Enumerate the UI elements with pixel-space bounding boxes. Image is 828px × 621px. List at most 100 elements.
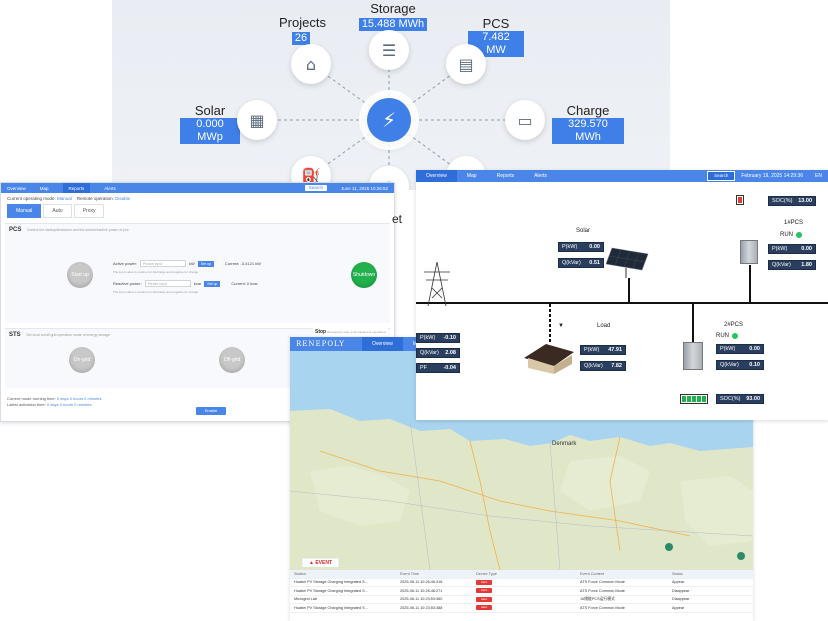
event-type: Alert	[476, 588, 580, 594]
topo-nav-map[interactable]: Map	[466, 173, 477, 179]
reactive-unit: kvar	[193, 281, 202, 286]
reactive-hint: The input value is positive for discharg…	[113, 290, 199, 294]
sts-title: STS Set local on/off-grid operation mode…	[5, 329, 390, 341]
offgrid-button[interactable]: Off-grid	[219, 347, 245, 373]
tab-manual[interactable]: Manual	[7, 204, 42, 218]
nav-overview[interactable]: Overview	[7, 185, 26, 191]
pcs1-run-label: RUN	[780, 232, 793, 238]
event-time: 2025-06-11 10:23:53:360	[400, 597, 443, 602]
search-button[interactable]: Search	[304, 185, 328, 191]
pcs2-cabinet-icon	[683, 342, 703, 370]
topo-search-button[interactable]: Search	[707, 171, 736, 181]
activation-label: Latest activation time:	[7, 402, 46, 407]
active-setup-button[interactable]: Set up	[197, 260, 214, 267]
solar-panel-icon	[606, 247, 649, 278]
alert-badge: Alert	[476, 588, 493, 594]
nav-alerts[interactable]: Alerts	[104, 185, 116, 191]
tab-auto[interactable]: Auto	[43, 204, 72, 218]
reactive-power-label: Reactive power:	[113, 281, 142, 286]
table-row[interactable]: Huabei PV Storage Charging Integrated S.…	[290, 579, 753, 587]
solar-p-val: 0.00	[589, 244, 600, 250]
map-nav-overview[interactable]: Overview	[362, 337, 403, 351]
storage-node[interactable]: ☰	[369, 30, 409, 70]
ongrid-button[interactable]: On-grid	[69, 347, 95, 373]
active-power-field: Active power: Please input kW Set up Cur…	[113, 260, 261, 267]
event-type: Alert	[476, 596, 580, 602]
pcs2-p-val: 0.00	[749, 346, 760, 352]
solar-label: Solar	[194, 103, 226, 118]
shutdown-button[interactable]: Shutdown	[351, 262, 377, 288]
pcs2-soc-key: SOC(%)	[720, 396, 741, 402]
topo-nav-overview[interactable]: Overview	[416, 170, 457, 182]
event-tab[interactable]: ▲ EVENT	[302, 558, 340, 567]
topo-nav-alerts[interactable]: Alerts	[534, 173, 547, 179]
col-type: Device Type	[476, 571, 497, 576]
partial-node-label: et	[392, 212, 403, 226]
solar-feeder	[628, 278, 630, 302]
mode-tabs: Manual Auto Proxy	[1, 204, 394, 218]
reactive-setup-button[interactable]: Set up	[204, 280, 221, 287]
event-status: Appear	[672, 605, 685, 610]
renepoly-logo: RENEPOLY	[296, 340, 345, 348]
startup-button[interactable]: Start up	[67, 262, 93, 288]
pcs2-p-box: P(kW) 0.00	[716, 344, 764, 354]
language-toggle[interactable]: EN	[815, 173, 822, 179]
nav-map[interactable]: Map	[39, 185, 49, 191]
table-row[interactable]: Huabei PV Storage Charging Integrated S.…	[290, 587, 753, 596]
pcs-node[interactable]: ▤	[446, 44, 486, 84]
battery-cell	[702, 396, 706, 402]
topo-nav-reports[interactable]: Reports	[496, 173, 515, 179]
pcs2-p-key: P(kW)	[720, 346, 736, 352]
grid-q-key: Q(kVar)	[420, 350, 439, 356]
col-time: Event Time	[400, 571, 419, 576]
solar-p-key: P(kW)	[562, 244, 578, 250]
nav-reports[interactable]: Reports	[62, 183, 91, 193]
remote-value: Disable	[115, 196, 131, 201]
enable-button[interactable]: Enable	[196, 407, 226, 415]
charge-label: Charge	[566, 103, 610, 118]
warning-icon: ▲	[309, 560, 314, 566]
event-time: 2025-06-11 10:26:46:271	[400, 588, 443, 593]
load-p-val: 47.91	[608, 347, 622, 353]
projects-label: Projects	[279, 15, 326, 30]
solar-q-val: 0.51	[589, 260, 600, 266]
event-rows: Huabei PV Storage Charging Integrated S.…	[290, 579, 753, 613]
center-hub[interactable]: ⚡	[367, 98, 411, 142]
table-row[interactable]: Huabei PV Storage Charging Integrated S.…	[290, 604, 753, 613]
projects-node[interactable]: ⌂	[291, 44, 331, 84]
tab-proxy[interactable]: Proxy	[73, 204, 105, 218]
event-type: Alert	[476, 605, 580, 611]
pcs1-soc-box: SOC(%) 13.00	[768, 196, 816, 206]
solar-node[interactable]: ▦	[237, 100, 277, 140]
load-q-box: Q(kVar) 7.82	[580, 361, 626, 371]
datetime: June 11, 2025 10:26:52	[341, 185, 388, 191]
pcs1-label: 1#PCS	[784, 220, 804, 226]
event-content: ATS Force Common Mode	[580, 588, 625, 593]
event-time: 2025-06-11 10:26:46:318	[400, 580, 443, 585]
fuel-station-icon: ⛽	[301, 166, 321, 186]
battery-cell	[738, 197, 742, 203]
active-power-input[interactable]: Please input	[140, 260, 187, 267]
pcs-title-text: PCS	[9, 227, 22, 233]
pcs1-p-key: P(kW)	[772, 246, 788, 252]
storage-label-group: Storage 15.488 MWh	[358, 2, 428, 31]
pcs-desc: Control the startup/shutdown and the act…	[27, 228, 129, 232]
grid-p-key: P(kW)	[420, 335, 436, 341]
map-country-label: Denmark	[552, 441, 577, 447]
grid-pf-box: PF -0.04	[416, 363, 460, 373]
load-p-box: P(kW) 47.91	[580, 345, 626, 355]
active-current: Current: -3.4121 kW	[224, 261, 261, 266]
charge-node[interactable]: ▭	[505, 100, 545, 140]
activation-time: Latest activation time: 0 days 0 hours 0…	[7, 402, 92, 407]
stop-section-title: Stop Emergency stop of all equipment ope…	[313, 328, 389, 336]
solar-panel-icon: ▦	[249, 110, 265, 130]
event-time: 2025-06-11 10:23:53:388	[400, 605, 443, 610]
alert-badge: Alert	[476, 579, 493, 585]
event-status: Disappear	[672, 597, 690, 602]
reactive-power-input[interactable]: Please input	[144, 280, 191, 287]
running-time: Current mode running time: 0 days 0 hour…	[7, 396, 102, 401]
sts-desc: Set local on/off-grid operation mode of …	[26, 333, 110, 337]
reactive-power-field: Reactive power: Please input kvar Set up…	[113, 280, 258, 287]
charger-icon: ▭	[517, 110, 533, 130]
